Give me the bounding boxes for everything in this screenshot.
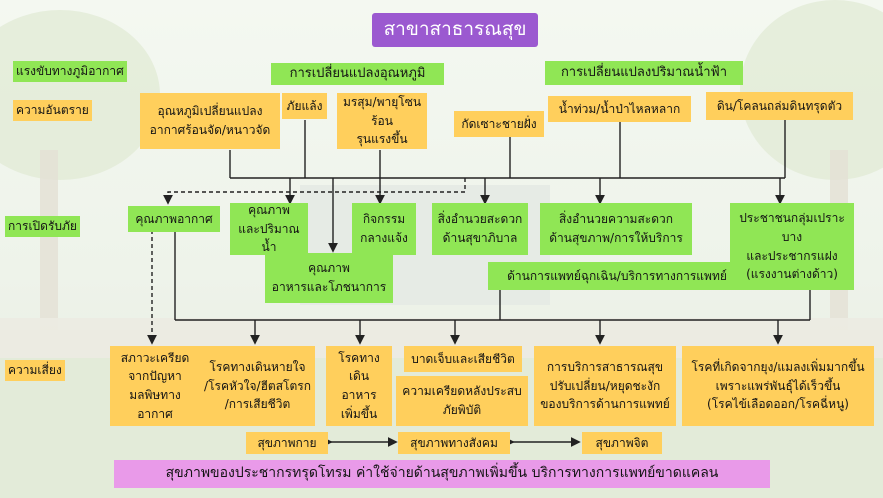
risk-service-disruption: การบริการสาธารณสุข ปรับเปลี่ยน/หยุดชะงัก…: [534, 346, 676, 426]
risk-post-disaster-stress: ความเครียดหลังประสบ ภัยพิบัติ: [396, 376, 528, 426]
exposure-water: คุณภาพ และปริมาณน้ำ: [230, 203, 308, 255]
bg-trunk-left: [40, 150, 58, 350]
outcome-social-health: สุขภาพทางสังคม: [398, 432, 510, 454]
driver-temperature: การเปลี่ยนแปลงอุณหภูมิ: [271, 63, 444, 85]
row-label-risk: ความเสี่ยง: [5, 360, 65, 381]
risk-injury-death: บาดเจ็บและเสียชีวิต: [404, 346, 522, 372]
row-label-driver: แรงขับทางภูมิอากาศ: [13, 61, 127, 82]
diagram-title: สาขาสาธารณสุข: [372, 13, 538, 47]
risk-vector-borne-disease: โรคที่เกิดจากยุง/แมลงเพิ่มมากขึ้น เพราะแ…: [682, 346, 874, 426]
risk-air-pollution-stress: สภาวะเครียด จากปัญหา มลพิษทางอากาศ: [110, 346, 200, 426]
exposure-health-services: สิ่งอำนวยความสะดวก ด้านสุขภาพ/การให้บริก…: [540, 203, 692, 255]
conclusion-banner: สุขภาพของประชากรทรุดโทรม ค่าใช้จ่ายด้านส…: [114, 460, 770, 488]
risk-respiratory-heart: โรคทางเดินหายใจ /โรคหัวใจ/ฮีตสโตรก /การเ…: [200, 346, 315, 426]
exposure-vulnerable-groups: ประชาชนกลุ่มเปราะบาง และประชากรแฝง (แรงง…: [730, 203, 854, 290]
bg-tree-left: [0, 10, 160, 180]
hazard-flood: น้ำท่วม/น้ำป่าไหลหลาก: [548, 96, 691, 122]
exposure-air-quality: คุณภาพอากาศ: [128, 206, 220, 232]
hazard-landslide: ดิน/โคลนถล่มดินทรุดตัว: [706, 92, 853, 120]
hazard-temperature-change: อุณหภูมิเปลี่ยนแปลง อากาศร้อนจัด/หนาวจัด: [140, 93, 280, 149]
outcome-mental-health: สุขภาพจิต: [582, 432, 662, 454]
row-label-exposure: การเปิดรับภัย: [5, 216, 80, 237]
hazard-monsoon: มรสุม/พายุโซนร้อน รุนแรงขึ้น: [337, 93, 427, 149]
exposure-outdoor-activity: กิจกรรม กลางแจ้ง: [352, 203, 416, 255]
exposure-emergency-medical: ด้านการแพทย์ฉุกเฉิน/บริการทางการแพทย์: [488, 262, 746, 290]
bg-tree-right: [740, 0, 883, 180]
hazard-coastal-erosion: กัดเซาะชายฝั่ง: [454, 111, 544, 137]
exposure-sanitation: สิ่งอำนวยสะดวก ด้านสุขาภิบาล: [432, 203, 528, 255]
driver-rainfall: การเปลี่ยนแปลงปริมาณน้ำฟ้า: [545, 61, 743, 85]
exposure-food: คุณภาพ อาหารและโภชนาการ: [265, 253, 393, 303]
outcome-physical-health: สุขภาพกาย: [246, 432, 328, 454]
risk-digestive-disease: โรคทางเดิน อาหาร เพิ่มขึ้น: [326, 346, 392, 426]
row-label-hazard: ความอันตราย: [13, 100, 92, 121]
hazard-drought: ภัยแล้ง: [282, 93, 327, 119]
